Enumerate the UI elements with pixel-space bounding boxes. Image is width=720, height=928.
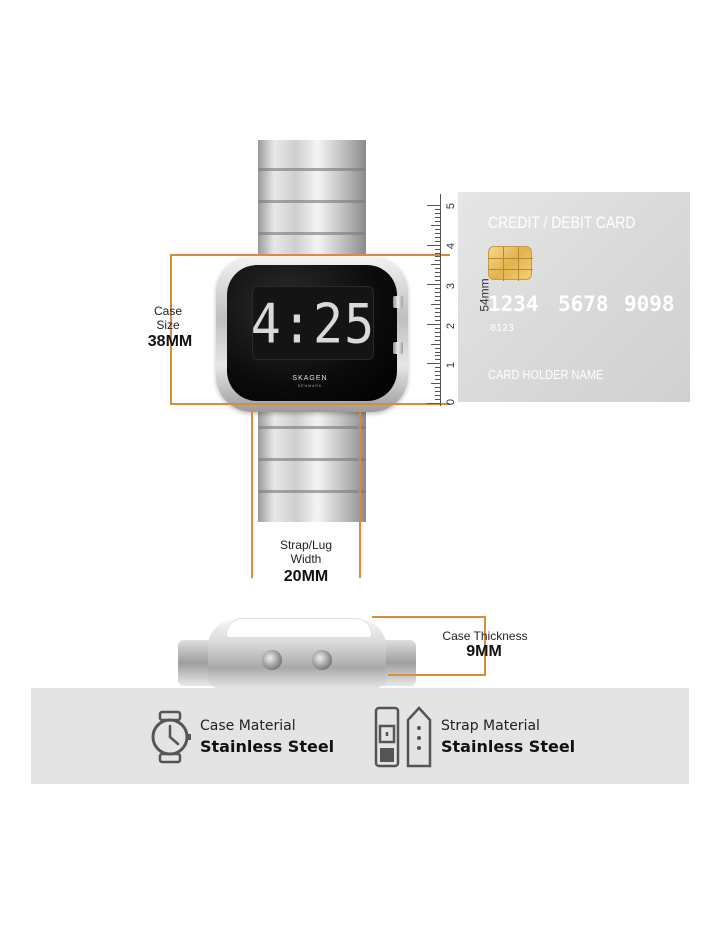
ruler-tick xyxy=(427,324,441,325)
ruler-tick xyxy=(427,363,441,364)
ruler-tick xyxy=(435,229,441,230)
materials-panel xyxy=(31,688,689,784)
case-guide-vertical xyxy=(170,254,172,405)
ruler-tick xyxy=(435,272,441,273)
ruler-tick xyxy=(435,375,441,376)
ruler-tick xyxy=(435,340,441,341)
card-title: CREDIT / DEBIT CARD xyxy=(488,213,636,232)
ruler-tick xyxy=(435,336,441,337)
ruler-tick xyxy=(435,391,441,392)
ruler-tick xyxy=(435,348,441,349)
ruler-tick xyxy=(431,304,441,305)
ruler-tick xyxy=(427,284,441,285)
strap-icon xyxy=(372,706,434,768)
thickness-guide-vertical xyxy=(484,616,486,676)
ruler-tick xyxy=(435,352,441,353)
card-number-group-1: 1234 xyxy=(488,292,539,316)
thickness-value: 9MM xyxy=(466,643,502,660)
ruler-tick xyxy=(435,316,441,317)
ruler-number-1: 1 xyxy=(445,361,457,369)
ruler-tick xyxy=(431,225,441,226)
card-chip-icon xyxy=(488,246,533,281)
watch-brand: SKAGEN xyxy=(292,375,328,382)
ruler-tick xyxy=(435,371,441,372)
ruler-tick xyxy=(435,237,441,238)
ruler-tick xyxy=(435,288,441,289)
strap-material-value: Stainless Steel xyxy=(441,737,576,756)
ruler-tick xyxy=(431,344,441,345)
ruler-tick xyxy=(435,253,441,254)
ruler-tick xyxy=(435,332,441,333)
case-size-value: 38MM xyxy=(147,333,193,350)
strap-width-label-2: Width xyxy=(290,552,322,566)
ruler-tick xyxy=(435,355,441,356)
side-pusher-left xyxy=(262,650,282,670)
ruler-tick xyxy=(431,264,441,265)
ruler-tick xyxy=(435,379,441,380)
ruler-number-3: 3 xyxy=(445,282,457,290)
ruler-tick xyxy=(435,300,441,301)
ruler-tick xyxy=(435,312,441,313)
lower-pusher xyxy=(393,342,403,354)
lower-bracelet xyxy=(258,410,366,522)
thickness-guide-bottom xyxy=(388,674,486,676)
ruler-tick xyxy=(435,209,441,210)
ruler-tick xyxy=(435,308,441,309)
case-size-label-1: Case xyxy=(153,304,182,318)
ruler-tick xyxy=(435,268,441,269)
side-crystal xyxy=(226,618,372,638)
watch-icon xyxy=(148,710,194,764)
ruler-tick xyxy=(435,241,441,242)
thickness-label: Case Thickness xyxy=(442,629,528,643)
side-pusher-right xyxy=(312,650,332,670)
ruler-number-5: 5 xyxy=(445,202,457,210)
card-number-group-2: 5678 xyxy=(558,292,609,316)
ruler-tick xyxy=(435,221,441,222)
ruler-tick xyxy=(435,395,441,396)
ruler-number-2: 2 xyxy=(445,322,457,330)
ruler-tick xyxy=(435,276,441,277)
case-guide-top xyxy=(170,254,450,256)
watch-time: 4:25 xyxy=(250,292,376,356)
upper-bracelet xyxy=(258,140,366,258)
upper-pusher xyxy=(393,296,403,308)
ruler-tick xyxy=(435,320,441,321)
case-material-value: Stainless Steel xyxy=(200,737,335,756)
card-holder-name: CARD HOLDER NAME xyxy=(488,367,604,382)
ruler-tick xyxy=(435,233,441,234)
strap-width-label-1: Strap/Lug xyxy=(279,538,333,552)
ruler-tick xyxy=(435,260,441,261)
ruler-tick xyxy=(435,296,441,297)
ruler-tick xyxy=(427,245,441,246)
strap-guide-left xyxy=(251,410,253,578)
ruler-tick xyxy=(435,367,441,368)
lcd-screen xyxy=(252,286,374,360)
card-small-number: 0123 xyxy=(490,323,515,334)
strap-material-label: Strap Material xyxy=(441,718,540,734)
watch-brand-sub: DENMARK xyxy=(297,384,323,388)
ruler-number-0: 0 xyxy=(445,398,457,406)
ruler-tick xyxy=(435,399,441,400)
credit-card xyxy=(458,192,690,402)
card-number-group-3: 9098 xyxy=(624,292,675,316)
ruler-tick xyxy=(435,280,441,281)
strap-width-value: 20MM xyxy=(283,568,329,585)
ruler-tick xyxy=(435,217,441,218)
ruler-tick xyxy=(435,256,441,257)
ruler-tick xyxy=(435,249,441,250)
ruler-tick xyxy=(435,328,441,329)
case-size-label-2: Size xyxy=(156,318,180,332)
ruler-tick xyxy=(435,292,441,293)
ruler-tick xyxy=(435,359,441,360)
case-material-label: Case Material xyxy=(200,718,296,734)
ruler-tick xyxy=(435,387,441,388)
ruler-tick xyxy=(427,205,441,206)
ruler-number-4: 4 xyxy=(445,242,457,250)
thickness-guide-top xyxy=(372,616,486,618)
ruler-tick xyxy=(431,383,441,384)
ruler-tick xyxy=(427,403,441,404)
strap-guide-right xyxy=(359,410,361,578)
case-guide-bottom xyxy=(170,403,450,405)
ruler-tick xyxy=(435,213,441,214)
